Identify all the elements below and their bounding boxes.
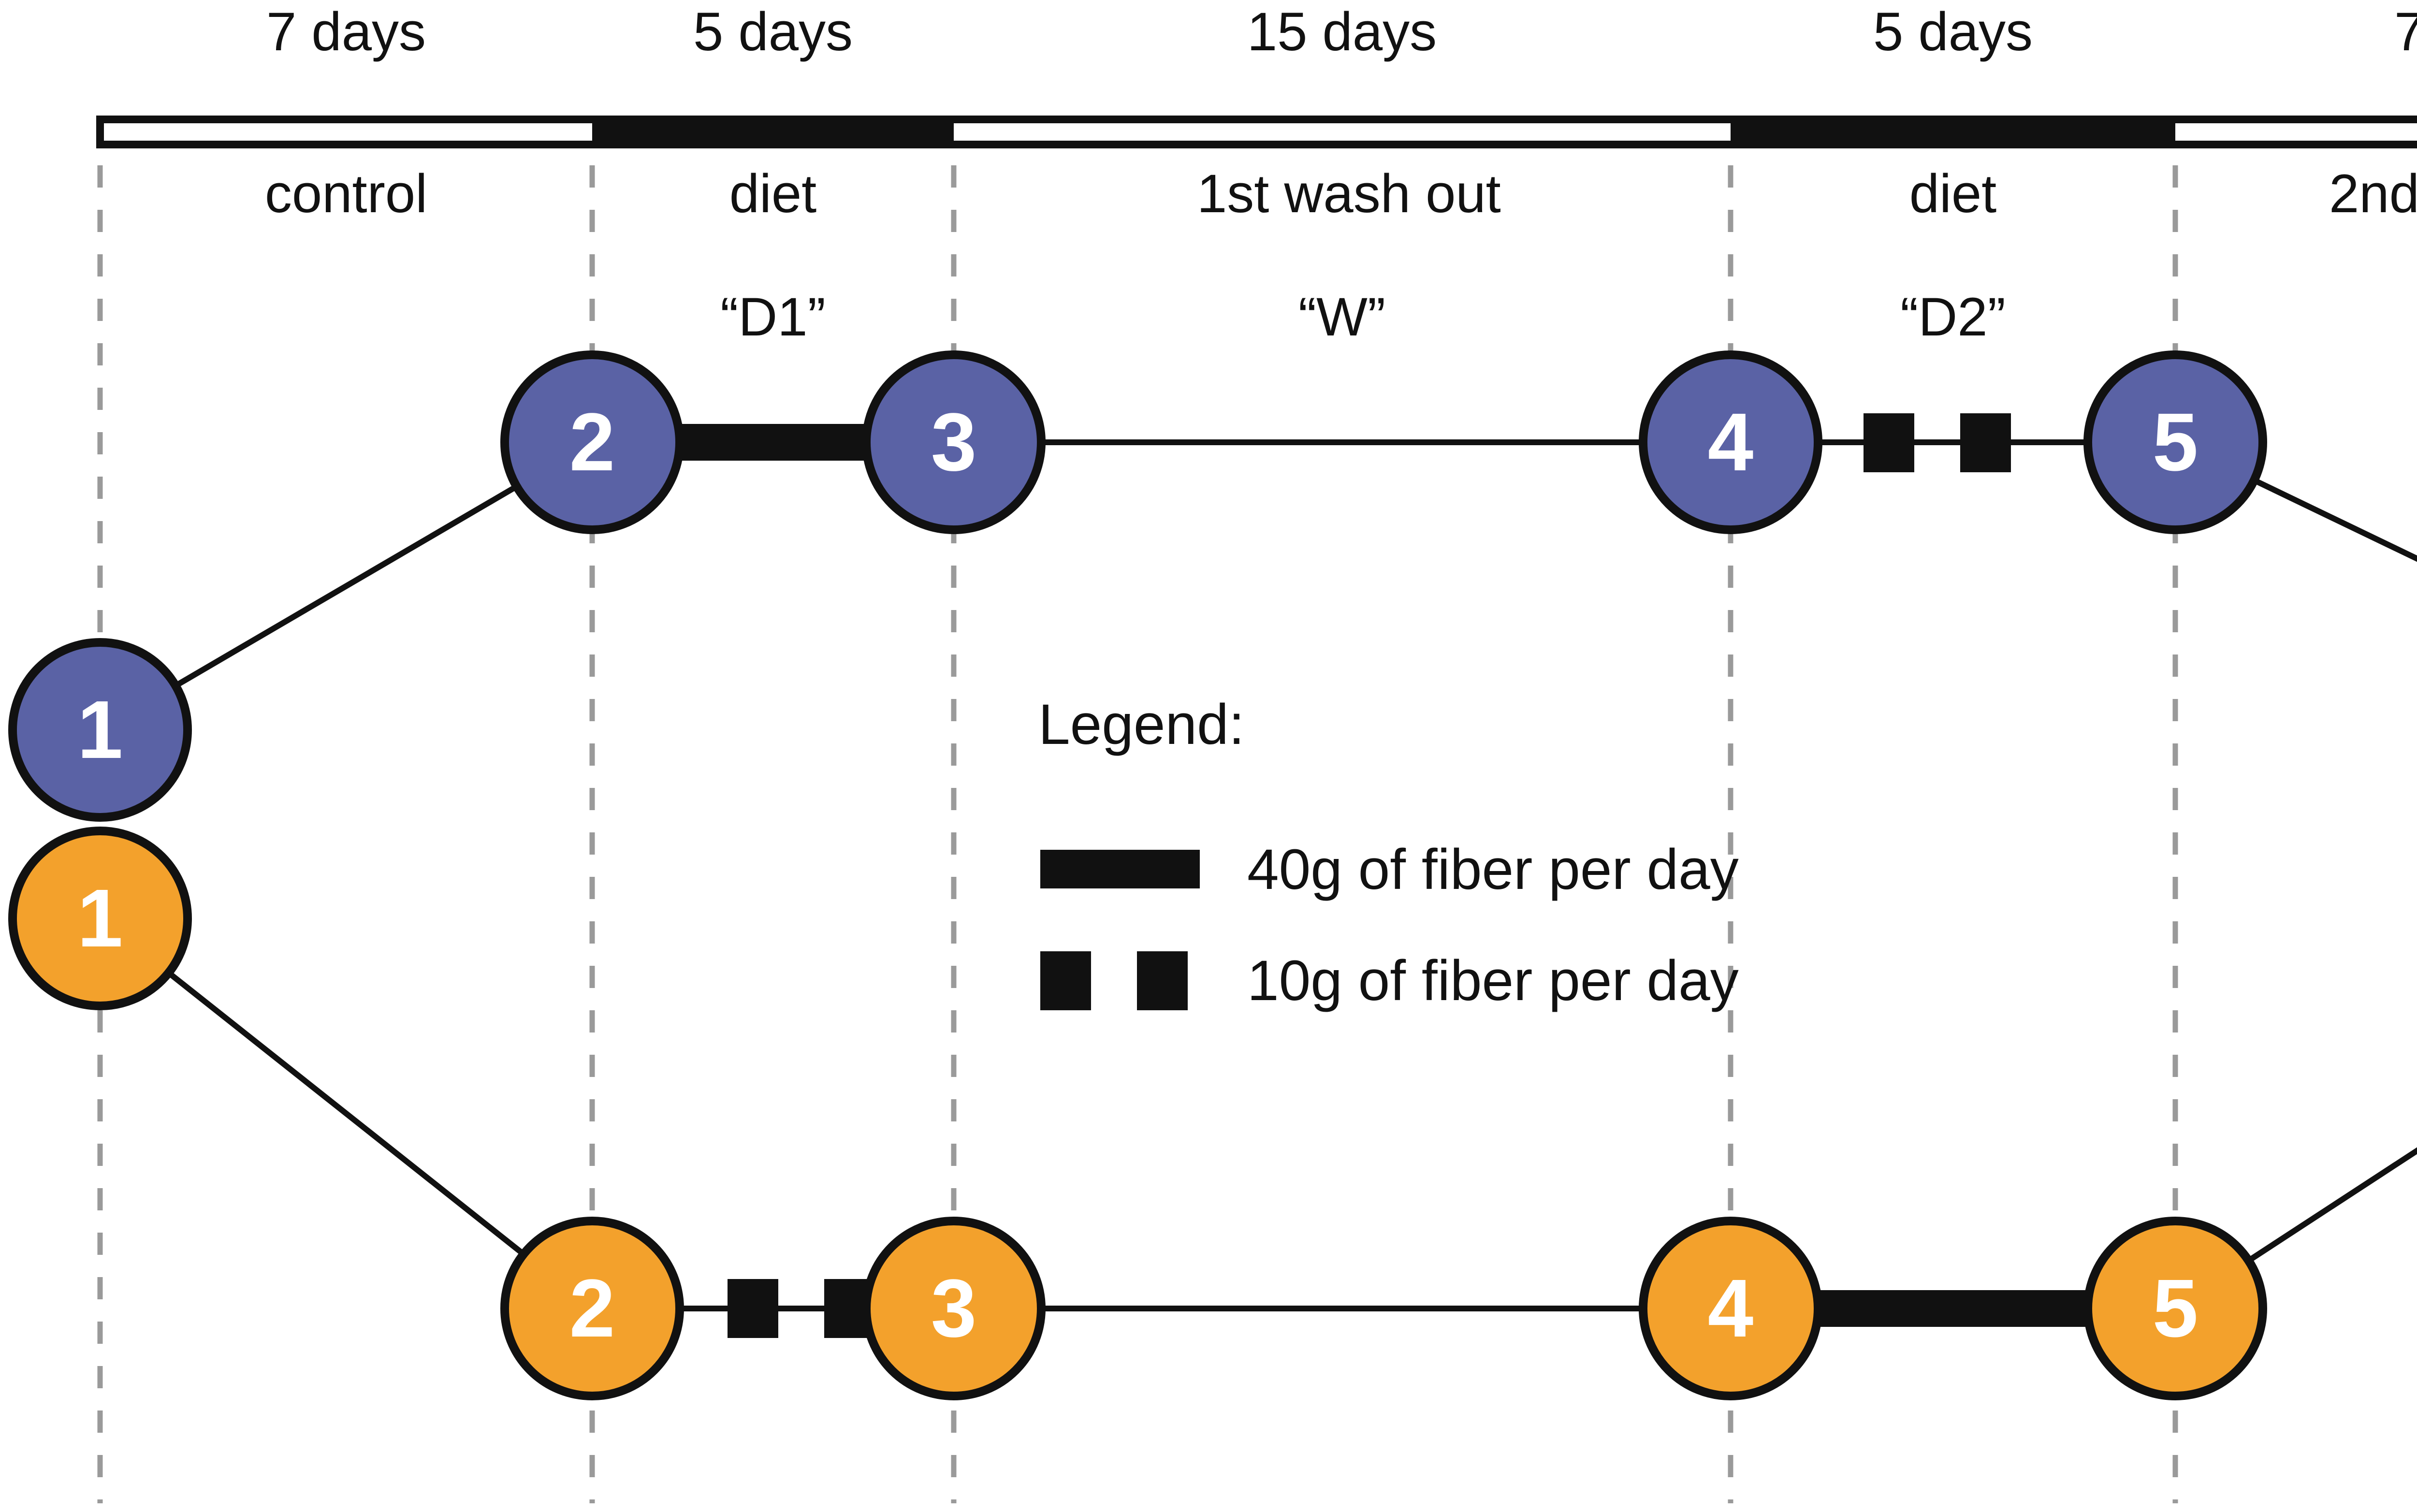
node-blue-4	[1639, 350, 1822, 534]
dash-block	[1864, 413, 1914, 472]
node-blue-1	[8, 638, 192, 822]
node-orange-2	[500, 1217, 684, 1400]
duration-label-washout-2: 7 days	[2394, 1, 2417, 62]
legend-item-label-10g: 10g of fiber per day	[1247, 949, 1739, 1013]
blue-nodes	[8, 350, 2267, 822]
dash-block	[1960, 413, 2011, 472]
phase-code-diet-2: “D2”	[1900, 287, 2006, 347]
duration-label-washout-1: 15 days	[1247, 1, 1437, 62]
node-blue-2	[500, 350, 684, 534]
timeline-bar	[96, 116, 2417, 148]
edge-blue-5-6	[2174, 439, 2417, 562]
edge-blue-1-2	[98, 439, 594, 733]
phase-label-control: control	[264, 163, 428, 224]
node-orange-5	[2083, 1217, 2267, 1400]
node-blue-3	[862, 350, 1046, 534]
timeline-segment-washout-1	[954, 119, 1731, 145]
duration-label-diet-1: 5 days	[693, 1, 853, 62]
blue-arm-edges	[98, 424, 2417, 733]
phase-label-diet-1: diet	[729, 163, 817, 224]
orange-nodes	[8, 827, 2267, 1400]
node-blue-5	[2083, 350, 2267, 534]
phase-label-washout-1: 1st wash out	[1197, 163, 1501, 224]
legend-swatch-dash-b	[1137, 951, 1188, 1010]
edge-orange-1-2	[98, 916, 594, 1311]
duration-label-control: 7 days	[266, 1, 426, 62]
legend-swatches	[1040, 850, 1200, 1010]
legend-item-label-40g: 40g of fiber per day	[1247, 838, 1739, 901]
phase-code-diet-1: “D1”	[720, 287, 826, 347]
legend-title: Legend:	[1038, 693, 1245, 756]
node-orange-4	[1639, 1217, 1822, 1400]
phase-code-washout-1: “W”	[1298, 287, 1386, 347]
timeline-segment-control	[100, 119, 592, 145]
node-orange-1	[8, 827, 192, 1010]
node-orange-3	[862, 1217, 1046, 1400]
duration-label-diet-2: 5 days	[1873, 1, 2033, 62]
dash-block	[728, 1279, 778, 1338]
legend-swatch-dash-a	[1040, 951, 1091, 1010]
edge-orange-5-6	[2173, 1147, 2417, 1311]
phase-label-diet-2: diet	[1909, 163, 1997, 224]
legend-swatch-solid	[1040, 850, 1200, 888]
timeline-bar-outline	[96, 116, 2417, 148]
timeline-segment-washout-2	[2175, 119, 2417, 145]
phase-label-washout-2: 2nd wash out	[2329, 163, 2417, 224]
edge-blue-4-5-10g	[1864, 413, 2011, 472]
